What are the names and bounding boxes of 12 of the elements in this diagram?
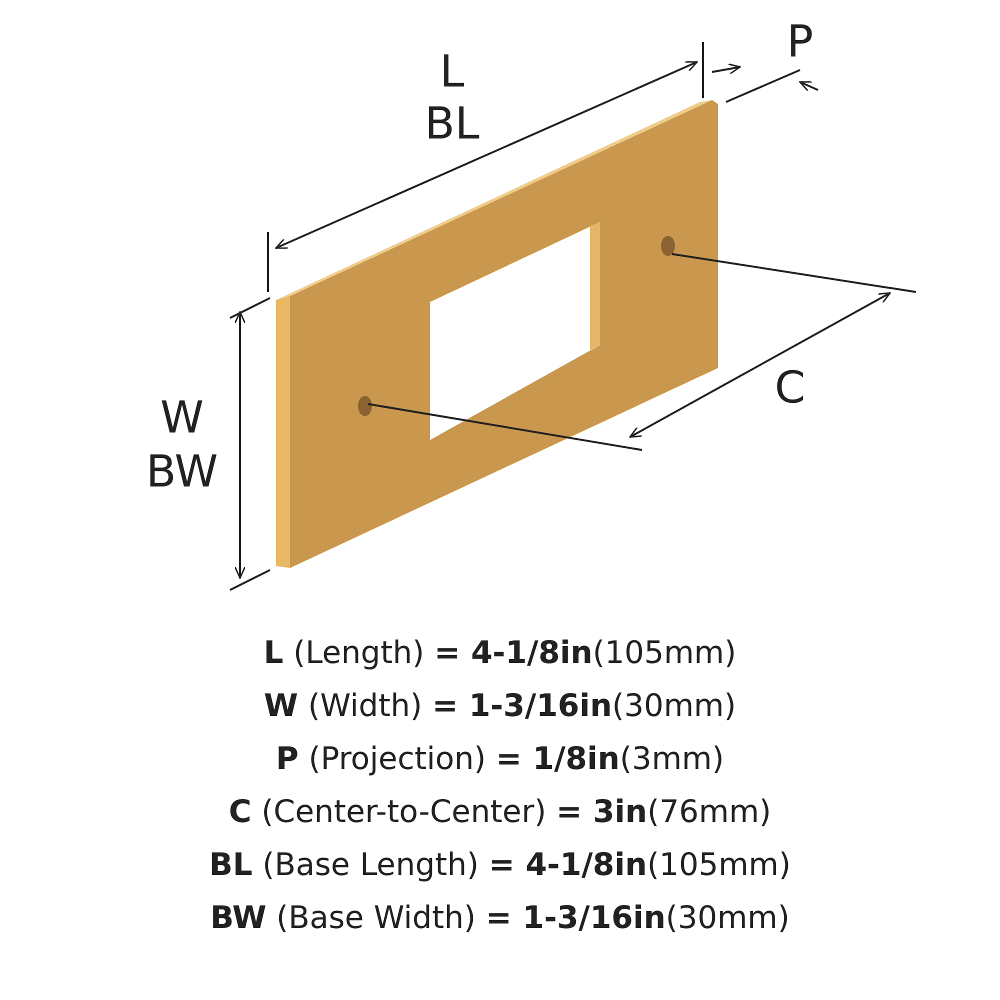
- dimension-label: P: [786, 16, 814, 68]
- dimension-label: W: [160, 392, 204, 444]
- specification-line: BL (Base Length) = 4-1/8in(105mm): [208, 847, 792, 883]
- dimension-label: C: [774, 362, 806, 414]
- specification-line: W (Width) = 1-3/16in(30mm): [262, 688, 738, 724]
- specification-line: BW (Base Width) = 1-3/16in(30mm): [209, 900, 791, 936]
- specification-line: L (Length) = 4-1/8in(105mm): [262, 635, 738, 671]
- specification-line: C (Center-to-Center) = 3in(76mm): [228, 794, 772, 830]
- dimension-label: L: [440, 46, 464, 98]
- specification-line: P (Projection) = 1/8in(3mm): [274, 741, 726, 777]
- dimension-label: BL: [424, 98, 480, 150]
- dimension-label: BW: [146, 446, 218, 498]
